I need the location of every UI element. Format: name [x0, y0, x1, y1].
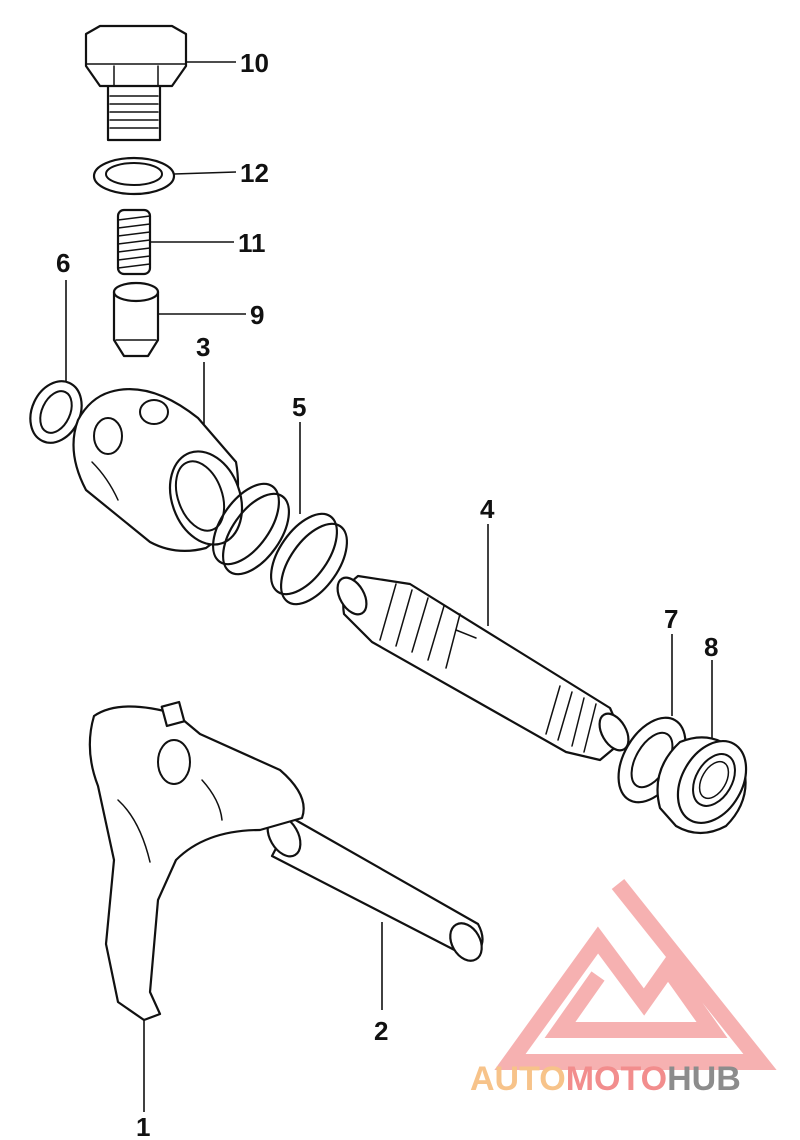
callout-6: 6 [56, 248, 70, 278]
callout-9: 9 [250, 300, 264, 330]
part-2-shift-rod [266, 814, 484, 962]
callout-4: 4 [480, 494, 495, 524]
svg-text:AUTOMOTOHUB: AUTOMOTOHUB [470, 1060, 741, 1098]
callout-2: 2 [374, 1016, 388, 1046]
part-12-washer [92, 156, 176, 196]
callout-7: 7 [664, 604, 678, 634]
watermark-moto: MOTO [566, 1060, 667, 1098]
callout-8: 8 [704, 632, 718, 662]
part-6-washer [29, 380, 83, 444]
part-10-hex-bolt [84, 24, 188, 142]
part-4-splined-shaft [336, 574, 630, 762]
watermark-logo: AUTOMOTOHUB [470, 879, 777, 1098]
callout-5: 5 [292, 392, 306, 422]
callout-1: 1 [136, 1112, 150, 1140]
callout-3: 3 [196, 332, 210, 362]
callout-10: 10 [240, 48, 269, 78]
watermark-hub: HUB [667, 1060, 741, 1098]
part-1-shift-fork [88, 700, 305, 1022]
leader-lines [65, 61, 713, 1112]
part-3-collar [72, 388, 244, 553]
watermark-auto: AUTO [470, 1060, 566, 1098]
part-9-plunger [112, 281, 160, 358]
callout-11: 11 [238, 228, 266, 258]
part-8-nut [656, 736, 748, 835]
callout-labels: 10 12 11 6 9 3 5 4 7 8 2 1 [56, 48, 718, 1140]
callout-12: 12 [240, 158, 269, 188]
part-5-springs [211, 482, 349, 606]
part-11-spring [116, 208, 152, 276]
